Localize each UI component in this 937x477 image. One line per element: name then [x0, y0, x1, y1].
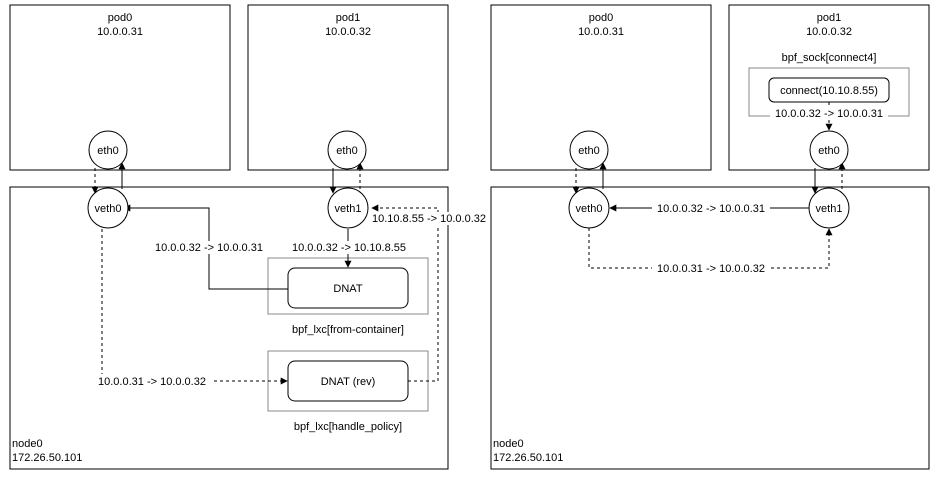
right-edge-label-veth1-to-veth0: 10.0.0.32 -> 10.0.0.31	[657, 203, 765, 215]
left-edge-dnat-rev-to-veth1	[371, 204, 439, 382]
left-edge-label-veth0-to-dnat-rev: 10.0.0.31 -> 10.0.0.32	[98, 376, 206, 388]
right-edge-label-veth0-to-veth1: 10.0.0.31 -> 10.0.0.32	[657, 263, 765, 275]
left-pod1-ip: 10.0.0.32	[325, 26, 371, 38]
right-pod0-ip: 10.0.0.31	[578, 26, 624, 38]
right-edge-label-bg-1	[770, 107, 888, 120]
right-connect-label: connect(10.10.8.55)	[780, 85, 878, 97]
left-node0-box	[9, 186, 449, 470]
right-pod0-box	[490, 4, 712, 171]
left-dnat-label: DNAT	[333, 283, 362, 295]
left-pod1-name: pod1	[336, 12, 360, 24]
right-pod0-name: pod0	[589, 12, 613, 24]
left-veth1-node	[327, 187, 369, 229]
left-pod0-eth0-node	[88, 130, 128, 170]
left-veth1-label: veth1	[335, 203, 362, 215]
right-pod1-eth0-label: eth0	[818, 145, 839, 157]
left-bpf-lxc-handle-policy-label: bpf_lxc[handle_policy]	[294, 421, 402, 433]
left-pod1-eth0-label: eth0	[336, 145, 357, 157]
left-node0-ip: 172.26.50.101	[12, 452, 82, 464]
left-pod1-eth0-node	[327, 130, 367, 170]
right-pod1-ip: 10.0.0.32	[806, 26, 852, 38]
left-edge-label-bg-2	[150, 241, 268, 254]
right-pod1-eth0-node	[809, 130, 849, 170]
left-bpf-lxc-from-container-label: bpf_lxc[from-container]	[292, 324, 404, 336]
right-veth0-label: veth0	[576, 203, 603, 215]
left-edge-label-veth1-to-dnat: 10.0.0.32 -> 10.10.8.55	[292, 242, 406, 254]
left-dnat-rev-label: DNAT (rev)	[321, 376, 376, 388]
right-pod1-name: pod1	[817, 12, 841, 24]
left-edge-label-dnat-to-veth0: 10.0.0.32 -> 10.0.0.31	[155, 242, 263, 254]
left-edge-label-bg-1	[290, 241, 408, 254]
right-veth1-node	[808, 187, 850, 229]
left-veth0-label: veth0	[95, 203, 122, 215]
right-node0-box	[490, 186, 930, 470]
right-pod0-eth0-node	[569, 130, 609, 170]
right-edge-label-connect-to-eth0: 10.0.0.32 -> 10.0.0.31	[775, 108, 883, 120]
left-veth0-node	[87, 187, 129, 229]
right-node0-ip: 172.26.50.101	[493, 452, 563, 464]
left-pod0-name: pod0	[108, 12, 132, 24]
right-node0-name: node0	[493, 438, 524, 450]
right-veth0-node	[568, 187, 610, 229]
right-veth1-label: veth1	[816, 203, 843, 215]
right-edge-label-bg-3	[652, 262, 770, 275]
left-edge-label-bg-4	[370, 212, 488, 225]
right-edge-label-bg-2	[652, 202, 770, 215]
left-edge-label-bg-3	[94, 374, 212, 387]
right-pod0-eth0-label: eth0	[578, 145, 599, 157]
left-dnat-node	[287, 267, 409, 309]
left-pod0-eth0-label: eth0	[97, 145, 118, 157]
left-pod0-ip: 10.0.0.31	[97, 26, 143, 38]
left-edge-label-dnat-rev-to-veth1: 10.10.8.55 -> 10.0.0.32	[372, 213, 486, 225]
left-dnat-rev-node	[287, 360, 409, 402]
right-bpf-sock-label: bpf_sock[connect4]	[782, 52, 877, 64]
left-node0-name: node0	[12, 438, 43, 450]
right-edge-veth0-to-veth1	[588, 228, 833, 269]
